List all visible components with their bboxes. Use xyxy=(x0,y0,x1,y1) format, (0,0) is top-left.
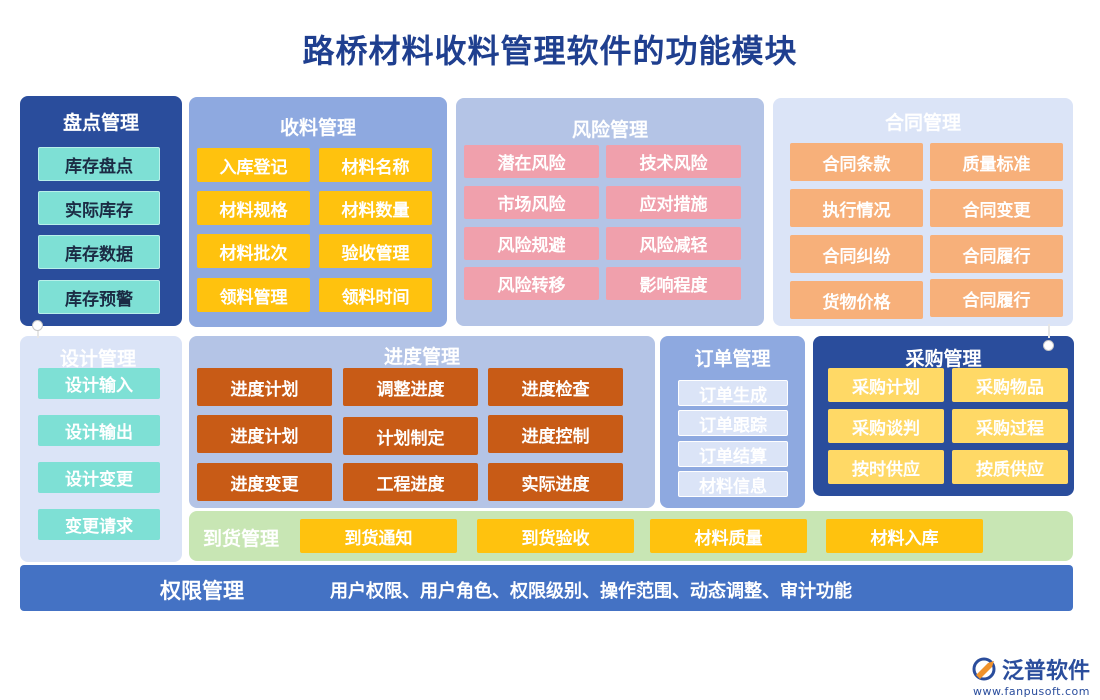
module-item: 潜在风险 xyxy=(464,145,599,178)
module-title: 到货管理 xyxy=(203,528,280,550)
module-item: 影响程度 xyxy=(606,267,741,300)
module-item: 风险规避 xyxy=(464,227,599,260)
module-inventory-check: 盘点管理 库存盘点 实际库存 库存数据 库存预警 xyxy=(20,96,182,326)
module-item: 采购谈判 xyxy=(828,409,944,443)
module-item: 设计变更 xyxy=(38,462,160,493)
module-item: 技术风险 xyxy=(606,145,741,178)
brand-logo: 泛普软件 www.fanpusoft.com xyxy=(972,653,1090,698)
module-title: 收料管理 xyxy=(279,117,356,139)
module-item: 执行情况 xyxy=(790,189,923,227)
module-item: 进度检查 xyxy=(488,368,623,406)
module-item: 验收管理 xyxy=(319,234,432,268)
module-progress: 进度管理 进度计划 调整进度 进度检查 进度计划 计划制定 进度控制 进度变更 … xyxy=(189,336,655,508)
permission-description: 用户权限、用户角色、权限级别、操作范围、动态调整、审计功能 xyxy=(330,581,852,602)
module-item: 订单结算 xyxy=(678,441,788,467)
module-item: 按时供应 xyxy=(828,450,944,484)
module-item: 合同履行 xyxy=(930,235,1063,273)
module-item: 材料入库 xyxy=(826,519,983,553)
module-item: 工程进度 xyxy=(343,463,478,501)
module-item: 材料数量 xyxy=(319,191,432,225)
module-item: 进度变更 xyxy=(197,463,332,501)
module-item: 按质供应 xyxy=(952,450,1068,484)
module-item: 材料信息 xyxy=(678,471,788,497)
module-item: 采购计划 xyxy=(828,368,944,402)
brand-url: www.fanpusoft.com xyxy=(973,685,1090,698)
module-item: 到货验收 xyxy=(477,519,634,553)
module-item: 领料时间 xyxy=(319,278,432,312)
module-item: 订单跟踪 xyxy=(678,410,788,436)
module-item: 库存预警 xyxy=(38,280,160,314)
module-item: 进度计划 xyxy=(197,368,332,406)
module-procurement: 采购管理 采购计划 采购物品 采购谈判 采购过程 按时供应 按质供应 xyxy=(813,336,1074,496)
module-item: 领料管理 xyxy=(197,278,310,312)
module-item: 设计输入 xyxy=(38,368,160,399)
module-item: 订单生成 xyxy=(678,380,788,406)
fanpu-logo-icon xyxy=(972,657,996,681)
module-item: 调整进度 xyxy=(343,368,478,406)
module-title: 进度管理 xyxy=(383,346,460,368)
module-item: 市场风险 xyxy=(464,186,599,219)
module-item: 采购物品 xyxy=(952,368,1068,402)
module-item: 库存盘点 xyxy=(38,147,160,181)
module-item: 入库登记 xyxy=(197,148,310,182)
module-item: 材料规格 xyxy=(197,191,310,225)
connector-dot xyxy=(32,320,43,331)
module-item: 风险减轻 xyxy=(606,227,741,260)
module-item: 到货通知 xyxy=(300,519,457,553)
module-item: 合同变更 xyxy=(930,189,1063,227)
module-item: 材料批次 xyxy=(197,234,310,268)
module-risk: 风险管理 潜在风险 技术风险 市场风险 应对措施 风险规避 风险减轻 风险转移 … xyxy=(456,98,764,326)
module-item: 合同纠纷 xyxy=(790,235,923,273)
module-item: 质量标准 xyxy=(930,143,1063,181)
connector-line xyxy=(1048,324,1050,338)
module-title: 合同管理 xyxy=(884,112,961,134)
module-item: 计划制定 xyxy=(343,417,478,455)
connector-dot xyxy=(1043,340,1054,351)
module-title: 采购管理 xyxy=(905,348,982,370)
module-item: 实际进度 xyxy=(488,463,623,501)
module-design: 设计管理 设计输入 设计输出 设计变更 变更请求 xyxy=(20,336,182,562)
module-title: 风险管理 xyxy=(571,119,648,141)
module-title: 权限管理 xyxy=(160,578,244,603)
module-title: 设计管理 xyxy=(60,348,137,370)
module-item: 实际库存 xyxy=(38,191,160,225)
module-item: 材料质量 xyxy=(650,519,807,553)
module-item: 变更请求 xyxy=(38,509,160,540)
module-item: 进度计划 xyxy=(197,415,332,453)
module-item: 合同条款 xyxy=(790,143,923,181)
module-item: 货物价格 xyxy=(790,281,923,319)
module-item: 设计输出 xyxy=(38,415,160,446)
module-order: 订单管理 订单生成 订单跟踪 订单结算 材料信息 xyxy=(660,336,805,508)
module-item: 风险转移 xyxy=(464,267,599,300)
module-contract: 合同管理 合同条款 质量标准 执行情况 合同变更 合同纠纷 合同履行 货物价格 … xyxy=(773,98,1073,326)
module-item: 材料名称 xyxy=(319,148,432,182)
module-item: 库存数据 xyxy=(38,235,160,269)
connector-line xyxy=(37,326,39,338)
module-item: 合同履行 xyxy=(930,279,1063,317)
brand-name: 泛普软件 xyxy=(1001,659,1090,684)
module-title: 订单管理 xyxy=(694,348,771,370)
module-item: 采购过程 xyxy=(952,409,1068,443)
module-receiving: 收料管理 入库登记 材料名称 材料规格 材料数量 材料批次 验收管理 领料管理 … xyxy=(189,97,447,327)
module-title: 盘点管理 xyxy=(62,112,139,134)
module-item: 应对措施 xyxy=(606,186,741,219)
page-title: 路桥材料收料管理软件的功能模块 xyxy=(302,32,798,70)
module-item: 进度控制 xyxy=(488,415,623,453)
module-permission: 权限管理 用户权限、用户角色、权限级别、操作范围、动态调整、审计功能 xyxy=(20,565,1073,611)
module-arrival: 到货管理 到货通知 到货验收 材料质量 材料入库 xyxy=(189,511,1073,561)
